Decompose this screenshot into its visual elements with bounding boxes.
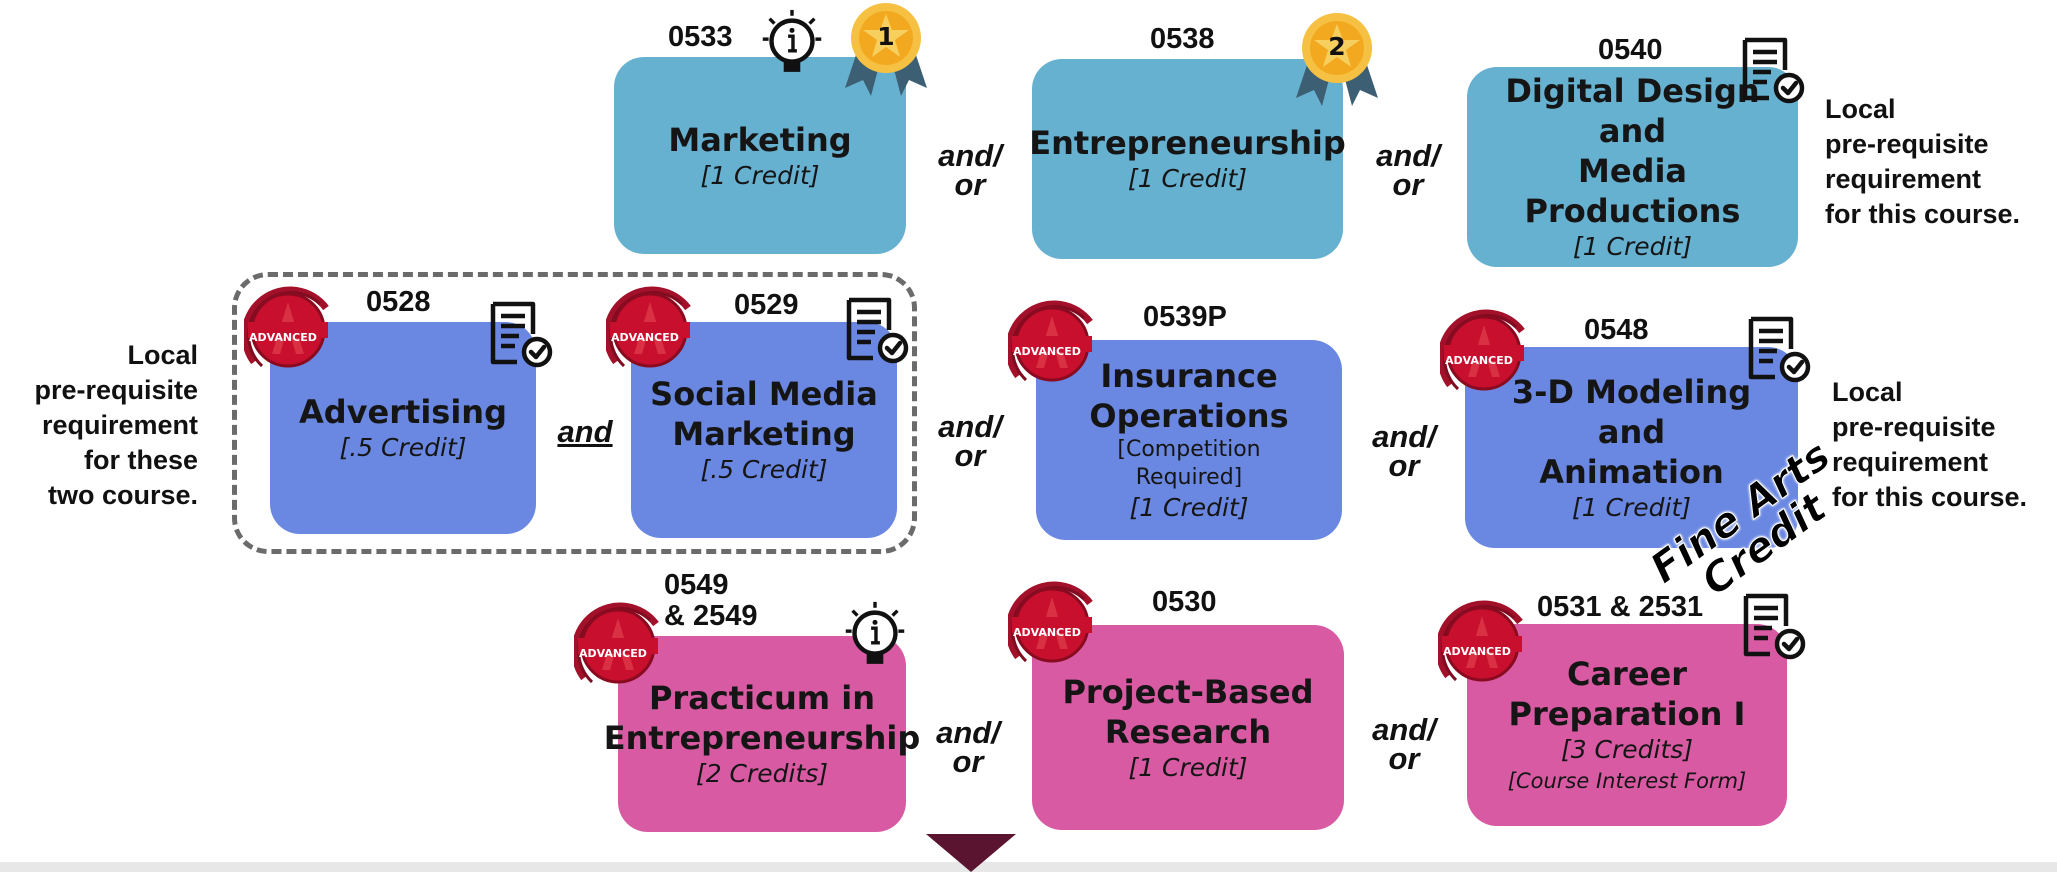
- connector-and-or: and/ or: [1376, 138, 1440, 202]
- course-credit: [2 Credits]: [695, 759, 829, 788]
- course-project-based-research[interactable]: Project-Based Research [1 Credit]: [1032, 625, 1344, 830]
- course-career-preparation[interactable]: Career Preparation I [3 Credits] [Course…: [1467, 624, 1787, 826]
- advanced-badge-label: ADVANCED: [1445, 354, 1513, 367]
- course-practicum[interactable]: Practicum in Entrepreneurship [2 Credits…: [604, 636, 920, 832]
- advanced-badge-label: ADVANCED: [579, 647, 647, 660]
- course-credit: [1 Credit]: [1128, 752, 1248, 782]
- course-note: [Competition Required]: [1117, 437, 1261, 490]
- footer-band: [0, 862, 2057, 872]
- connector-and-or: and/ or: [936, 715, 1000, 779]
- connector-and-or: and/ or: [938, 409, 1002, 473]
- medal-number: 1: [877, 22, 895, 51]
- course-code-entrepreneurship: 0538: [1150, 23, 1215, 55]
- advanced-badge-icon: [244, 282, 336, 374]
- advanced-badge-label: ADVANCED: [1013, 345, 1081, 358]
- course-code-marketing: 0533: [668, 21, 733, 53]
- course-3d-modeling[interactable]: 3-D Modeling and Animation [1 Credit]: [1465, 347, 1798, 548]
- advanced-badge-icon: [1438, 596, 1530, 688]
- document-check-icon: [487, 300, 557, 370]
- course-title: Practicum in Entrepreneurship: [603, 679, 921, 757]
- medal-number: 2: [1328, 32, 1346, 61]
- advanced-badge-icon: [606, 282, 698, 374]
- course-title: Career Preparation I: [1508, 655, 1746, 733]
- document-check-icon: [1745, 315, 1815, 385]
- connector-and-or: and/ or: [938, 138, 1002, 202]
- document-check-icon: [1739, 36, 1809, 106]
- course-entrepreneurship[interactable]: Entrepreneurship [1 Credit]: [1029, 59, 1346, 259]
- course-title: Social Media Marketing: [650, 375, 878, 453]
- course-title: Insurance Operations: [1089, 357, 1289, 435]
- course-note: [Course Interest Form]: [1507, 769, 1747, 793]
- down-arrow-icon: [926, 834, 1016, 872]
- course-credit: [1 Credit]: [1571, 492, 1692, 522]
- document-check-icon: [1740, 592, 1810, 662]
- advanced-badge-icon: [574, 598, 666, 690]
- connector-and: and: [557, 414, 613, 449]
- connector-and-or: and/ or: [1372, 712, 1436, 776]
- course-credit: [1 Credit]: [700, 160, 820, 190]
- course-code-insurance-operations: 0539P: [1143, 301, 1227, 333]
- advanced-badge-icon: [1008, 296, 1100, 388]
- advanced-badge-label: ADVANCED: [1013, 626, 1081, 639]
- note-local-prerequisite-mid: Local pre-requisite requirement for this…: [1832, 377, 2028, 512]
- lightbulb-icon: [836, 598, 914, 676]
- advanced-badge-label: ADVANCED: [1443, 645, 1511, 658]
- course-credit: [.5 Credit]: [700, 455, 828, 484]
- course-credit: [1 Credit]: [1127, 164, 1248, 193]
- advanced-badge-icon: [1008, 577, 1100, 669]
- course-credit: [1 Credit]: [1129, 493, 1249, 522]
- lightbulb-icon: [753, 6, 831, 84]
- prerequisite-group-outline: [232, 272, 917, 554]
- course-code-social-media: 0529: [734, 289, 799, 321]
- course-title: Project-Based Research: [1062, 672, 1314, 751]
- course-code-advertising: 0528: [366, 286, 431, 318]
- course-title: Entrepreneurship: [1029, 124, 1346, 162]
- note-local-prerequisite-two: Local pre-requisite requirement for thes…: [34, 340, 198, 510]
- document-check-icon: [843, 296, 913, 366]
- connector-and-or: and/ or: [1372, 419, 1436, 483]
- course-title: 3-D Modeling and Animation: [1511, 372, 1752, 491]
- course-credit: [1 Credit]: [1572, 232, 1693, 261]
- course-code-3d-modeling: 0548: [1584, 314, 1649, 346]
- course-title: Advertising: [299, 393, 507, 431]
- course-title: Digital Design and Media Productions: [1505, 72, 1760, 230]
- medal-1-icon: 1: [841, 0, 931, 96]
- advanced-badge-label: ADVANCED: [249, 331, 317, 344]
- course-marketing[interactable]: Marketing [1 Credit]: [614, 57, 906, 254]
- medal-2-icon: 2: [1292, 10, 1382, 106]
- course-credit: [.5 Credit]: [339, 433, 467, 462]
- course-title: Marketing: [668, 120, 852, 159]
- course-code-digital-design: 0540: [1598, 34, 1663, 66]
- advanced-badge-label: ADVANCED: [611, 331, 679, 344]
- course-insurance-operations[interactable]: Insurance Operations [Competition Requir…: [1036, 340, 1342, 540]
- course-advertising[interactable]: Advertising [.5 Credit]: [270, 322, 536, 534]
- course-digital-design[interactable]: Digital Design and Media Productions [1 …: [1467, 67, 1798, 267]
- course-code-practicum: 0549 & 2549: [664, 569, 758, 632]
- course-credit: [3 Credits]: [1560, 735, 1694, 764]
- course-code-project-based-research: 0530: [1152, 586, 1217, 618]
- course-code-career-preparation: 0531 & 2531: [1537, 591, 1704, 623]
- note-local-prerequisite-top: Local pre-requisite requirement for this…: [1825, 94, 2021, 229]
- advanced-badge-icon: [1440, 305, 1532, 397]
